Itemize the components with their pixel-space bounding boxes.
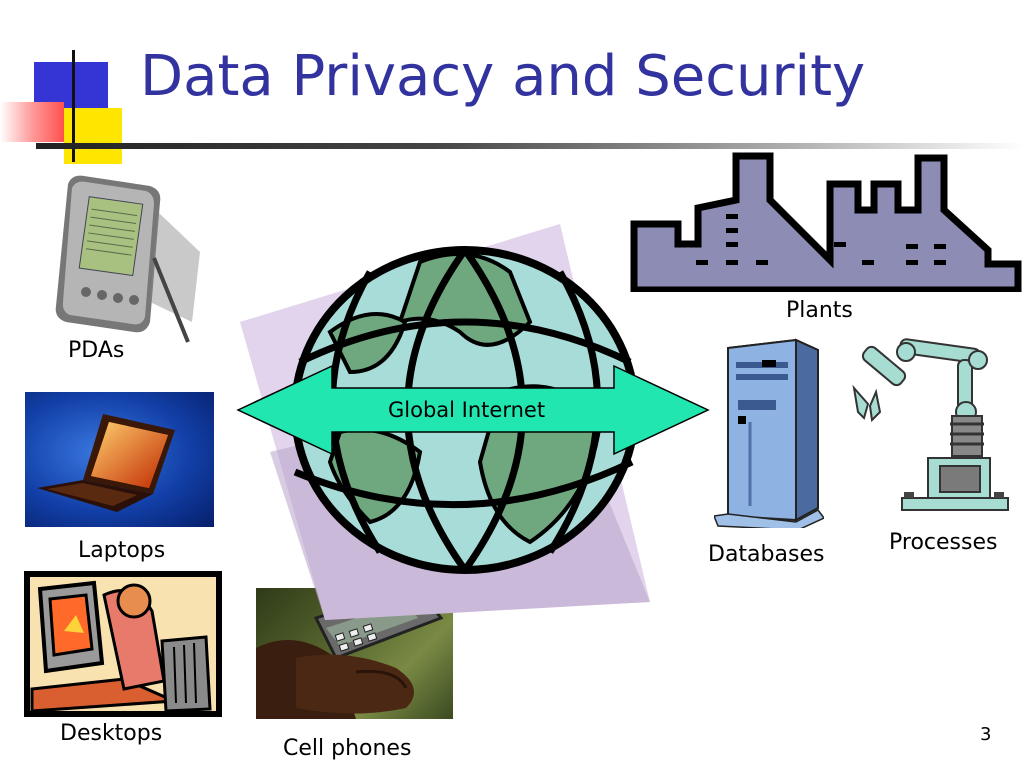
title-underline <box>36 143 1024 149</box>
corner-decoration <box>0 40 140 164</box>
robot-arm-image <box>852 338 1009 511</box>
laptop-image <box>25 392 214 527</box>
pda-image <box>55 175 200 343</box>
label-databases: Databases <box>708 542 825 567</box>
factory-image <box>630 152 1022 292</box>
label-plants: Plants <box>786 298 853 323</box>
slide-title: Data Privacy and Security <box>140 44 866 109</box>
page-number: 3 <box>980 724 992 745</box>
label-pdas: PDAs <box>68 338 125 363</box>
globe-diagram <box>236 224 710 620</box>
desktop-image <box>24 571 222 717</box>
label-processes: Processes <box>889 530 998 555</box>
database-server-image <box>714 338 824 528</box>
corner-vertical-line <box>72 50 75 162</box>
corner-square-red <box>0 102 64 142</box>
label-desktops: Desktops <box>60 721 163 746</box>
global-internet-arrow <box>236 364 710 456</box>
label-laptops: Laptops <box>78 538 166 563</box>
global-internet-label: Global Internet <box>388 398 546 422</box>
label-cell-phones: Cell phones <box>283 736 412 761</box>
